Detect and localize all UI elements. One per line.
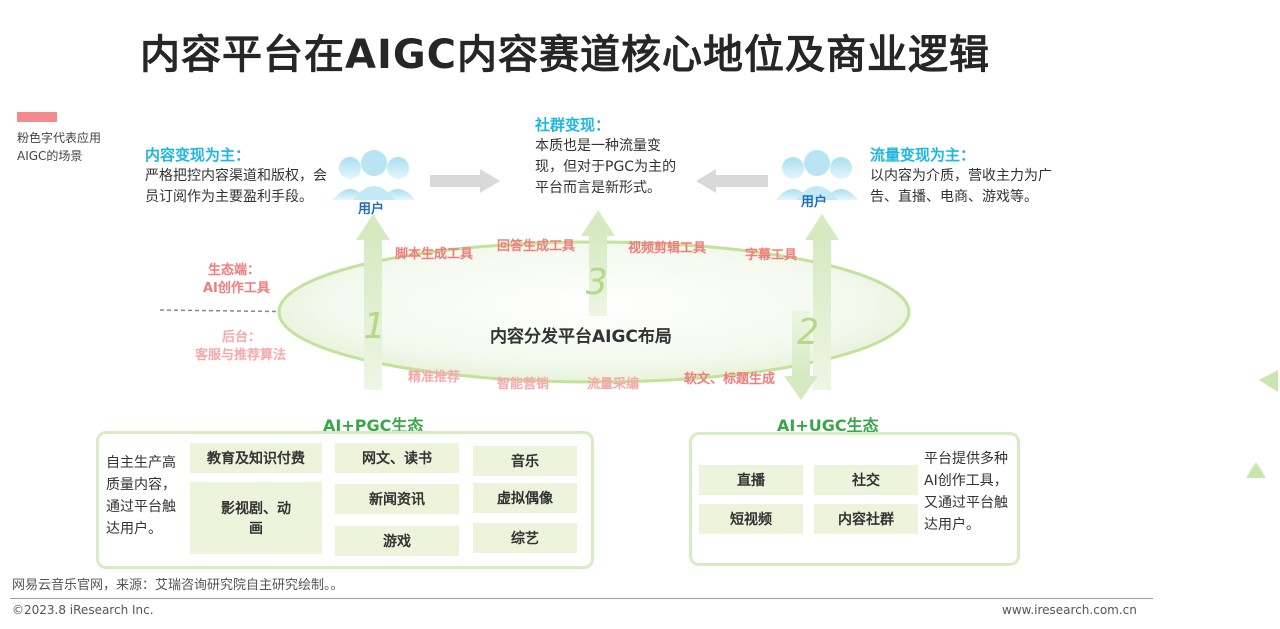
back-sub: 客服与推荐算法 <box>195 348 287 363</box>
pgc-cell-game: 游戏 <box>335 526 459 556</box>
users-icon-right <box>776 150 858 200</box>
eco-sub: AI创作工具 <box>203 281 270 296</box>
pgc-desc: 自主生产高质量内容，通过平台触达用户。 <box>106 455 176 537</box>
source-note: 网易云音乐官网，来源：艾瑞咨询研究院自主研究绘制。。 <box>12 578 344 593</box>
step-number-1: 1 <box>363 306 385 347</box>
tool-script: 脚本生成工具 <box>395 247 474 262</box>
pgc-cell-variety: 综艺 <box>473 523 577 553</box>
user-label-left: 用户 <box>358 202 385 217</box>
tool-marketing: 智能营销 <box>497 377 550 392</box>
ellipse-label: 内容分发平台AIGC布局 <box>490 327 672 347</box>
right-text: 以内容为介质，营收主力为广告、直播、电商、游戏等。 <box>870 168 1052 205</box>
tool-copywriting: 软文、标题生成 <box>684 372 776 387</box>
dashed-connector <box>159 309 319 313</box>
nav-prev-icon <box>1259 370 1278 392</box>
ugc-cell-live: 直播 <box>699 465 803 495</box>
arrow-up-1 <box>356 214 390 390</box>
tool-subtitle: 字幕工具 <box>745 248 798 263</box>
footer-divider <box>10 598 1153 599</box>
website-link[interactable]: www.iresearch.com.cn <box>1002 603 1137 617</box>
eco-title: 生态端： <box>208 263 261 278</box>
tool-video-edit: 视频剪辑工具 <box>628 241 707 256</box>
ugc-cell-community: 内容社群 <box>814 504 918 534</box>
left-heading: 内容变现为主： <box>145 146 251 164</box>
arrow-up-right <box>805 214 839 390</box>
nav-up-icon <box>1246 462 1266 478</box>
back-title: 后台： <box>222 330 262 345</box>
copyright: ©2023.8 iResearch Inc. <box>12 603 154 617</box>
arrow-left-grey <box>696 169 768 193</box>
ugc-desc: 平台提供多种AI创作工具，又通过平台触达用户。 <box>924 451 1008 533</box>
ugc-cell-short-video: 短视频 <box>699 504 803 534</box>
pgc-cell-education: 教育及知识付费 <box>190 443 322 473</box>
center-text: 本质也是一种流量变现，但对于PGC为主的平台而言是新形式。 <box>535 138 677 196</box>
pgc-cell-film: 影视剧、动画 <box>190 482 322 554</box>
pgc-cell-novel: 网文、读书 <box>335 443 459 473</box>
user-label-right: 用户 <box>801 195 828 210</box>
page-title: 内容平台在AIGC内容赛道核心地位及商业逻辑 <box>140 32 991 78</box>
step-number-3: 3 <box>586 262 608 303</box>
tool-answer: 回答生成工具 <box>497 239 576 254</box>
tool-editing: 流量采编 <box>587 377 640 392</box>
users-icon-left <box>333 150 415 200</box>
pgc-cell-virtual-idol: 虚拟偶像 <box>473 483 577 513</box>
ugc-cell-social: 社交 <box>814 465 918 495</box>
center-heading: 社群变现： <box>535 116 611 134</box>
arrow-up-3 <box>581 210 615 316</box>
legend-text: 粉色字代表应用AIGC的场景 <box>17 131 102 163</box>
legend-swatch <box>17 112 57 122</box>
right-heading: 流量变现为主： <box>870 146 976 164</box>
ugc-title: AI+UGC生态 <box>777 416 879 435</box>
left-text: 严格把控内容渠道和版权，会员订阅作为主要盈利手段。 <box>145 168 327 205</box>
step-number-2: 2 <box>797 312 819 353</box>
ugc-panel <box>689 432 1020 566</box>
pgc-cell-news: 新闻资讯 <box>335 484 459 514</box>
arrow-right-grey <box>430 169 500 193</box>
pgc-cell-music: 音乐 <box>473 446 577 476</box>
pgc-title: AI+PGC生态 <box>323 416 424 435</box>
arrow-down-2 <box>784 310 818 400</box>
tool-recommend: 精准推荐 <box>408 370 461 385</box>
